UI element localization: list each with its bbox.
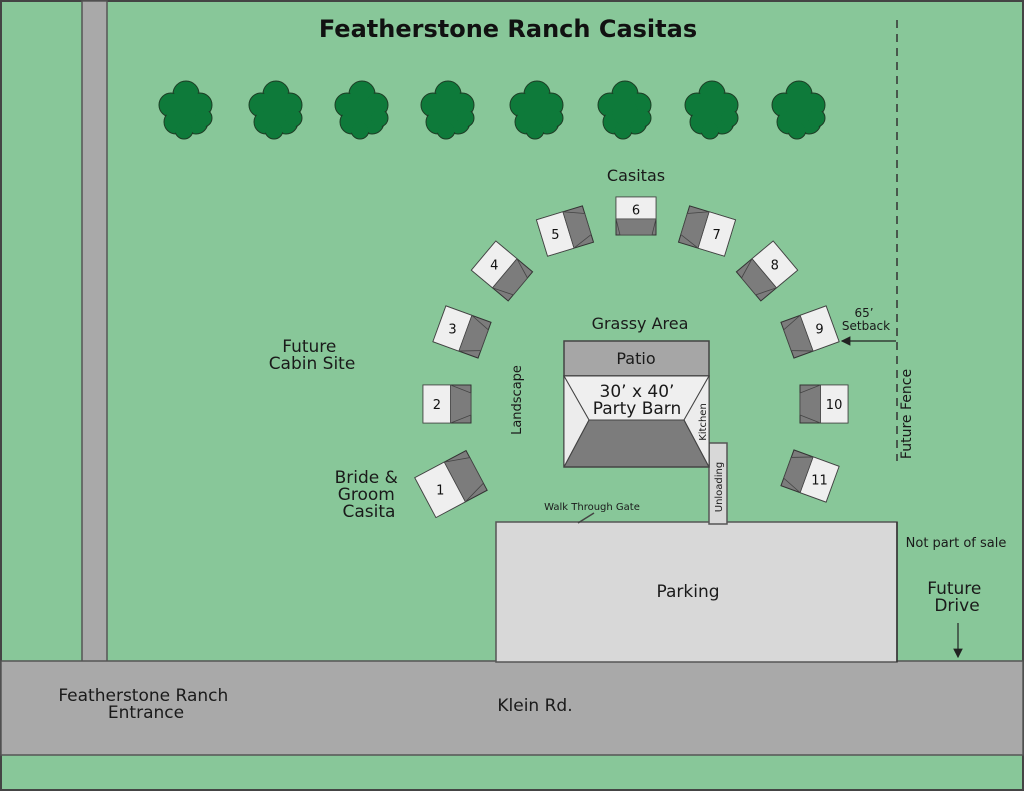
patio-label: Patio xyxy=(616,349,655,368)
setback-label: 65’ Setback xyxy=(842,306,890,333)
future-drive-label: Future Drive xyxy=(927,579,987,616)
landscape-label: Landscape xyxy=(510,365,525,435)
road-name-label: Klein Rd. xyxy=(497,696,572,716)
casita-11: 11 xyxy=(780,449,840,503)
casita-number: 9 xyxy=(815,323,823,338)
kitchen-label: Kitchen xyxy=(698,403,709,441)
casita-9: 9 xyxy=(780,305,840,359)
casita-8: 8 xyxy=(735,240,799,302)
entrance-drive xyxy=(81,0,108,664)
walk-through-gate-marker xyxy=(577,512,595,524)
tree-icon xyxy=(771,80,826,140)
barn-size-label: 30’ x 40’ xyxy=(600,382,675,402)
tree-icon xyxy=(158,80,213,140)
casita-number: 4 xyxy=(490,259,498,274)
entrance-label: Featherstone Ranch Entrance xyxy=(58,686,233,723)
tree-row xyxy=(158,80,826,140)
tree-icon xyxy=(684,80,739,140)
casita-number: 2 xyxy=(433,398,441,413)
casita-group: 1 2 3 4 5 6 7 8 9 10 11 xyxy=(414,196,849,519)
barn-name-label: Party Barn xyxy=(593,399,682,419)
casita-number: 8 xyxy=(771,259,779,274)
unloading-lane xyxy=(708,442,728,525)
casita-number: 7 xyxy=(712,228,720,243)
parking-lot xyxy=(495,521,898,663)
patio xyxy=(563,340,710,377)
casita-2: 2 xyxy=(422,384,472,424)
future-cabin-label: Future Cabin Site xyxy=(269,337,356,374)
tree-icon xyxy=(597,80,652,140)
casita-number: 5 xyxy=(551,228,559,243)
parking-label: Parking xyxy=(656,582,719,602)
casitas-label: Casitas xyxy=(607,166,665,185)
casita-5: 5 xyxy=(535,205,595,257)
casita-3: 3 xyxy=(432,305,492,359)
tree-icon xyxy=(334,80,389,140)
future-fence-label: Future Fence xyxy=(899,369,915,459)
casita-6: 6 xyxy=(615,196,657,236)
casita-number: 11 xyxy=(811,473,828,488)
casita-4: 4 xyxy=(470,240,534,302)
bride-groom-casita-label: Bride & Groom Casita xyxy=(335,468,404,522)
klein-road xyxy=(0,660,1024,756)
unloading-label: Unloading xyxy=(714,462,725,513)
map-title: Featherstone Ranch Casitas xyxy=(319,15,697,43)
casita-10: 10 xyxy=(799,384,849,424)
walk-through-gate-label: Walk Through Gate xyxy=(544,502,640,513)
casita-number: 1 xyxy=(436,484,444,499)
casita-number: 6 xyxy=(632,203,640,218)
casita-number: 10 xyxy=(826,398,843,413)
party-barn xyxy=(563,340,710,468)
casita-1: 1 xyxy=(414,449,488,519)
grassy-area-label: Grassy Area xyxy=(592,314,689,333)
tree-icon xyxy=(248,80,303,140)
tree-icon xyxy=(420,80,475,140)
casita-7: 7 xyxy=(677,205,737,257)
not-part-of-sale-label: Not part of sale xyxy=(906,536,1007,551)
casita-number: 3 xyxy=(448,323,456,338)
tree-icon xyxy=(509,80,564,140)
